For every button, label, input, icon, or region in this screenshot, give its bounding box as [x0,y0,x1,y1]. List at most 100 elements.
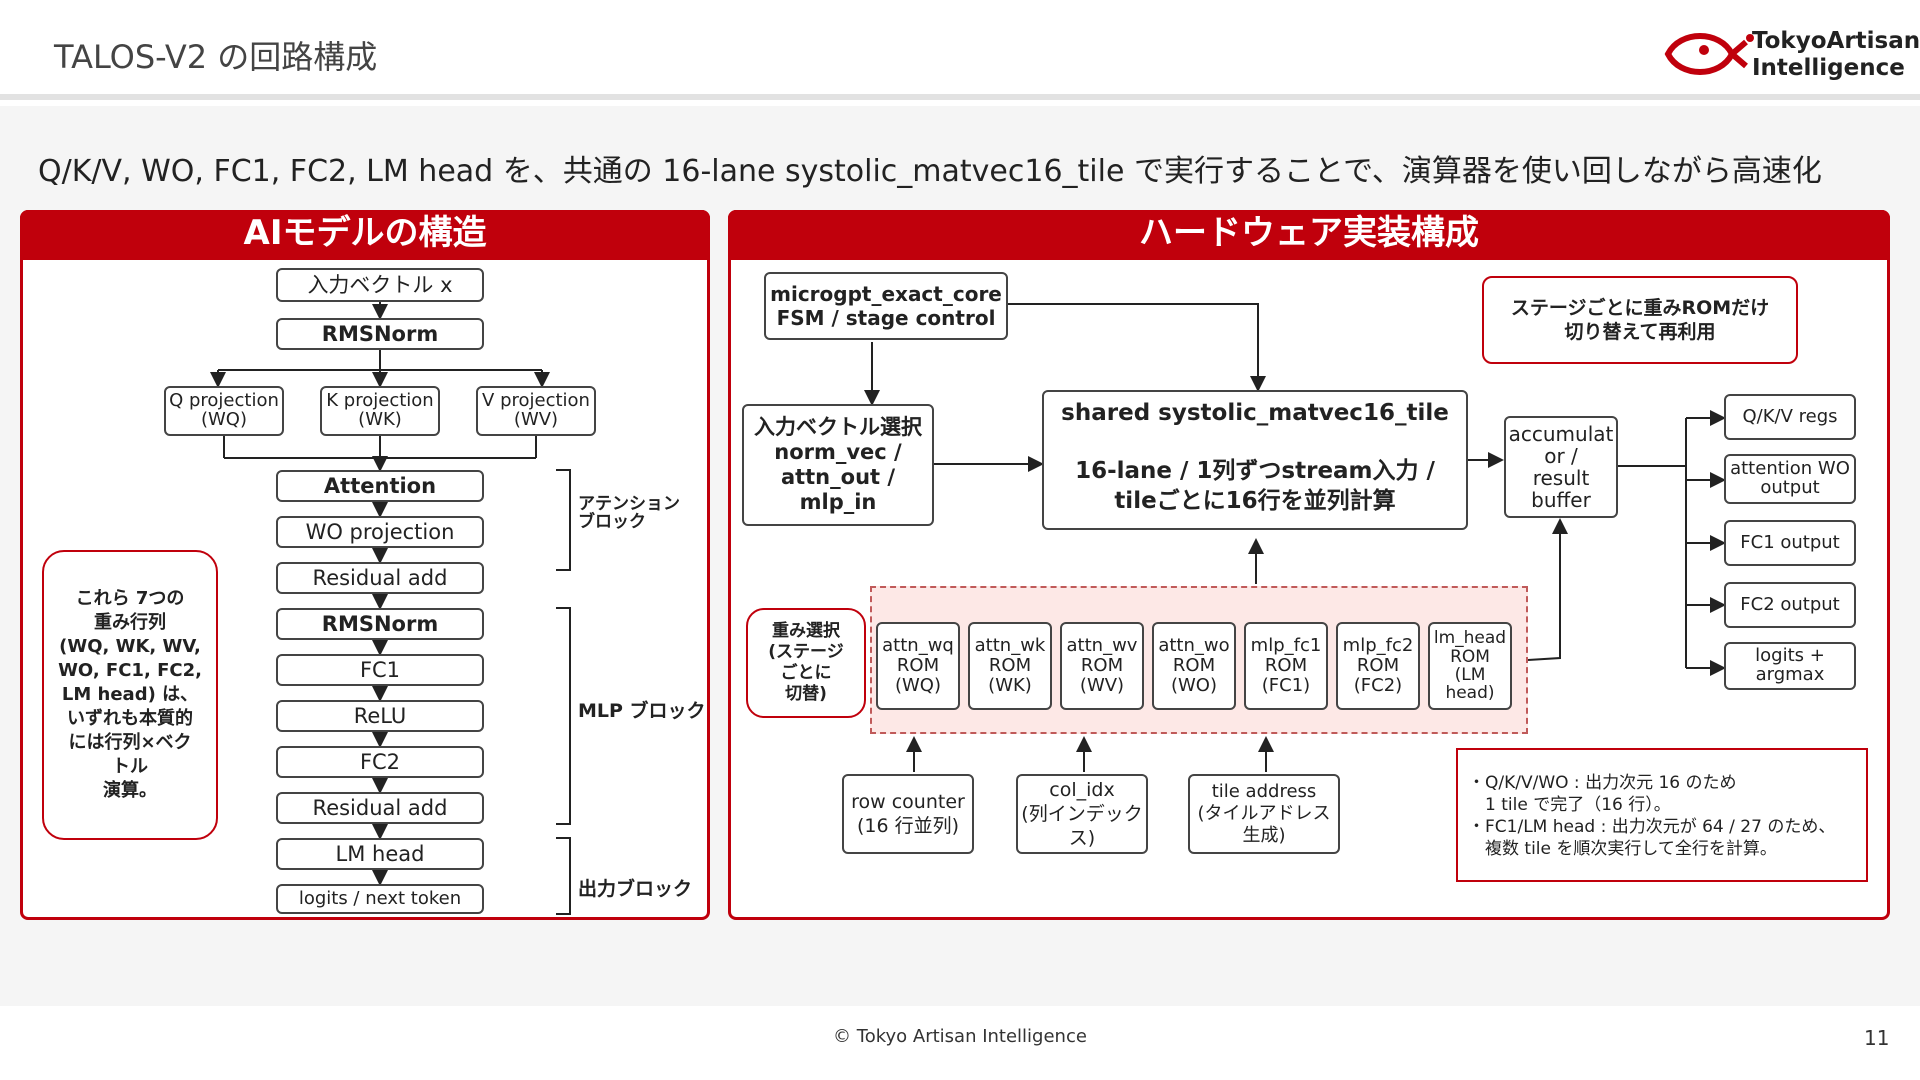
attention-block-label: アテンション ブロック [578,494,680,532]
rom-mlp-fc2: mlp_fc2 ROM (FC2) [1336,622,1420,710]
matrix-note-line6: いずれも本質的 [67,708,193,729]
rom-attn-wo-line3: (WO) [1170,675,1217,697]
output-logits: logits + argmax [1724,642,1856,690]
attention-box: Attention [276,470,484,502]
logo-text: TokyoArtisan Intelligence [1752,28,1920,82]
output-logits-line2: argmax [1755,664,1825,685]
residual-add-box-2: Residual add [276,792,484,824]
output-logits-line1: logits + [1755,645,1825,667]
slide-title: TALOS-V2 の回路構成 [54,38,378,76]
fsm-box: microgpt_exact_core FSM / stage control [764,272,1008,340]
row-counter-box: row counter (16 行並列) [842,774,974,854]
col-idx-line1: col_idx [1049,779,1115,801]
slide-subtitle: Q/K/V, WO, FC1, FC2, LM head を、共通の 16-la… [38,154,1822,189]
q-projection-line2: (WQ) [200,409,247,430]
output-block-label: 出力ブロック [578,878,693,900]
rom-mlp-fc1-line1: mlp_fc1 [1250,634,1322,656]
rom-attn-wk: attn_wk ROM (WK) [968,622,1052,710]
tile-info-line1: ・Q/K/V/WO : 出力次元 16 のため [1468,773,1737,793]
input-vector-box: 入力ベクトル x [276,268,484,302]
rom-attn-wk-line1: attn_wk [974,634,1046,656]
systolic-tile-line3: tileごとに16行を並列計算 [1114,488,1396,514]
rom-lm-head-line2: ROM [1450,646,1490,667]
matrix-note-line2: 重み行列 [94,612,166,633]
output-qkv-regs-label: Q/K/V regs [1742,405,1838,427]
systolic-tile-line2: 16-lane / 1列ずつstream入力 / [1075,458,1435,484]
tile-info-box: ・Q/K/V/WO : 出力次元 16 のため 1 tile で完了（16 行）… [1456,748,1868,882]
v-projection-line1: V projection [482,390,590,412]
v-projection-box: V projection (WV) [476,386,596,436]
rom-mlp-fc1-line3: (FC1) [1261,675,1311,697]
wo-projection-box: WO projection [276,516,484,548]
rom-lm-head-line4: head) [1445,683,1495,704]
rom-lm-head-line3: (LM [1454,665,1486,685]
systolic-tile-box: shared systolic_matvec16_tile 16-lane / … [1042,390,1468,530]
fsm-line2: FSM / stage control [776,306,996,330]
rom-attn-wq-line3: (WQ) [894,675,941,697]
fsm-line1: microgpt_exact_core [770,282,1002,306]
matrix-note-line7: には行列×ベク [68,732,192,753]
output-attention-wo-line2: output [1760,477,1820,498]
rom-mlp-fc1-line2: ROM [1264,654,1308,676]
output-fc1: FC1 output [1724,520,1856,566]
weight-select-line1: 重み選択 [772,621,840,641]
accumulator-box: accumulat or / result buffer [1504,416,1618,518]
output-fc1-label: FC1 output [1740,531,1840,553]
col-idx-line2: (列インデック [1021,803,1143,825]
col-idx-line3: ス) [1068,827,1096,849]
matrix-note-line5: LM head) は、 [61,684,199,705]
rom-attn-wo-line2: ROM [1172,654,1216,676]
rom-switch-note: ステージごとに重みROMだけ 切り替えて再利用 [1482,276,1798,364]
slide-header [0,0,1920,100]
v-projection-line2: (WV) [513,409,559,430]
input-select-box: 入力ベクトル選択 norm_vec / attn_out / mlp_in [742,404,934,526]
lm-head-box: LM head [276,838,484,870]
rom-lm-head: lm_head ROM (LM head) [1428,622,1512,710]
rom-attn-wq: attn_wq ROM (WQ) [876,622,960,710]
matrix-note-line9: 演算。 [103,780,157,801]
k-projection-line1: K projection [326,390,434,412]
weight-select-line2: (ステージ [768,642,844,662]
rmsnorm-box-2: RMSNorm [276,608,484,640]
residual-add-box-1: Residual add [276,562,484,594]
weight-select-line3: ごとに [780,663,832,683]
rom-mlp-fc2-line3: (FC2) [1353,675,1403,697]
rom-attn-wo-line1: attn_wo [1158,634,1230,656]
q-projection-line1: Q projection [169,390,279,412]
rom-switch-note-line1: ステージごとに重みROMだけ [1510,297,1770,319]
rom-attn-wv-line3: (WV) [1079,675,1125,697]
row-counter-line2: (16 行並列) [856,815,960,837]
input-select-line3: attn_out / [780,465,896,489]
col-idx-box: col_idx (列インデック ス) [1016,774,1148,854]
model-structure-heading: AIモデルの構造 [20,210,710,260]
fc1-box: FC1 [276,654,484,686]
rom-attn-wk-line3: (WK) [988,675,1032,697]
rmsnorm-box-1: RMSNorm [276,318,484,350]
logo-icon [1664,33,1754,75]
tile-info-line4: 複数 tile を順次実行して全行を計算。 [1468,839,1777,859]
output-fc2-label: FC2 output [1740,593,1840,615]
weight-select-note: 重み選択 (ステージ ごとに 切替) [746,608,866,718]
rom-lm-head-line1: lm_head [1433,628,1507,649]
accumulator-line2: or / [1544,444,1578,468]
attention-block-label-line2: ブロック [578,511,646,532]
output-qkv-regs: Q/K/V regs [1724,394,1856,440]
footer-copyright: © Tokyo Artisan Intelligence [833,1026,1087,1047]
systolic-tile-line1: shared systolic_matvec16_tile [1061,400,1449,426]
output-attention-wo: attention WO output [1724,454,1856,504]
accumulator-line4: buffer [1531,488,1591,512]
weight-select-line4: 切替) [785,684,827,704]
row-counter-line1: row counter [851,791,965,813]
q-projection-box: Q projection (WQ) [164,386,284,436]
page-number: 11 [1864,1026,1890,1050]
tile-info-line2: 1 tile で完了（16 行）。 [1468,795,1671,815]
rom-attn-wq-line2: ROM [896,654,940,676]
rom-mlp-fc2-line2: ROM [1356,654,1400,676]
input-select-line2: norm_vec / [774,440,902,464]
matrix-note-line3: (WQ, WK, WV, [59,636,201,657]
attention-block-label-line1: アテンション [578,494,680,514]
rom-attn-wv-line1: attn_wv [1066,634,1138,656]
matrix-note-line8: トル [112,756,148,777]
matrix-note: これら 7つの 重み行列 (WQ, WK, WV, WO, FC1, FC2, … [42,550,218,840]
rom-attn-wv: attn_wv ROM (WV) [1060,622,1144,710]
